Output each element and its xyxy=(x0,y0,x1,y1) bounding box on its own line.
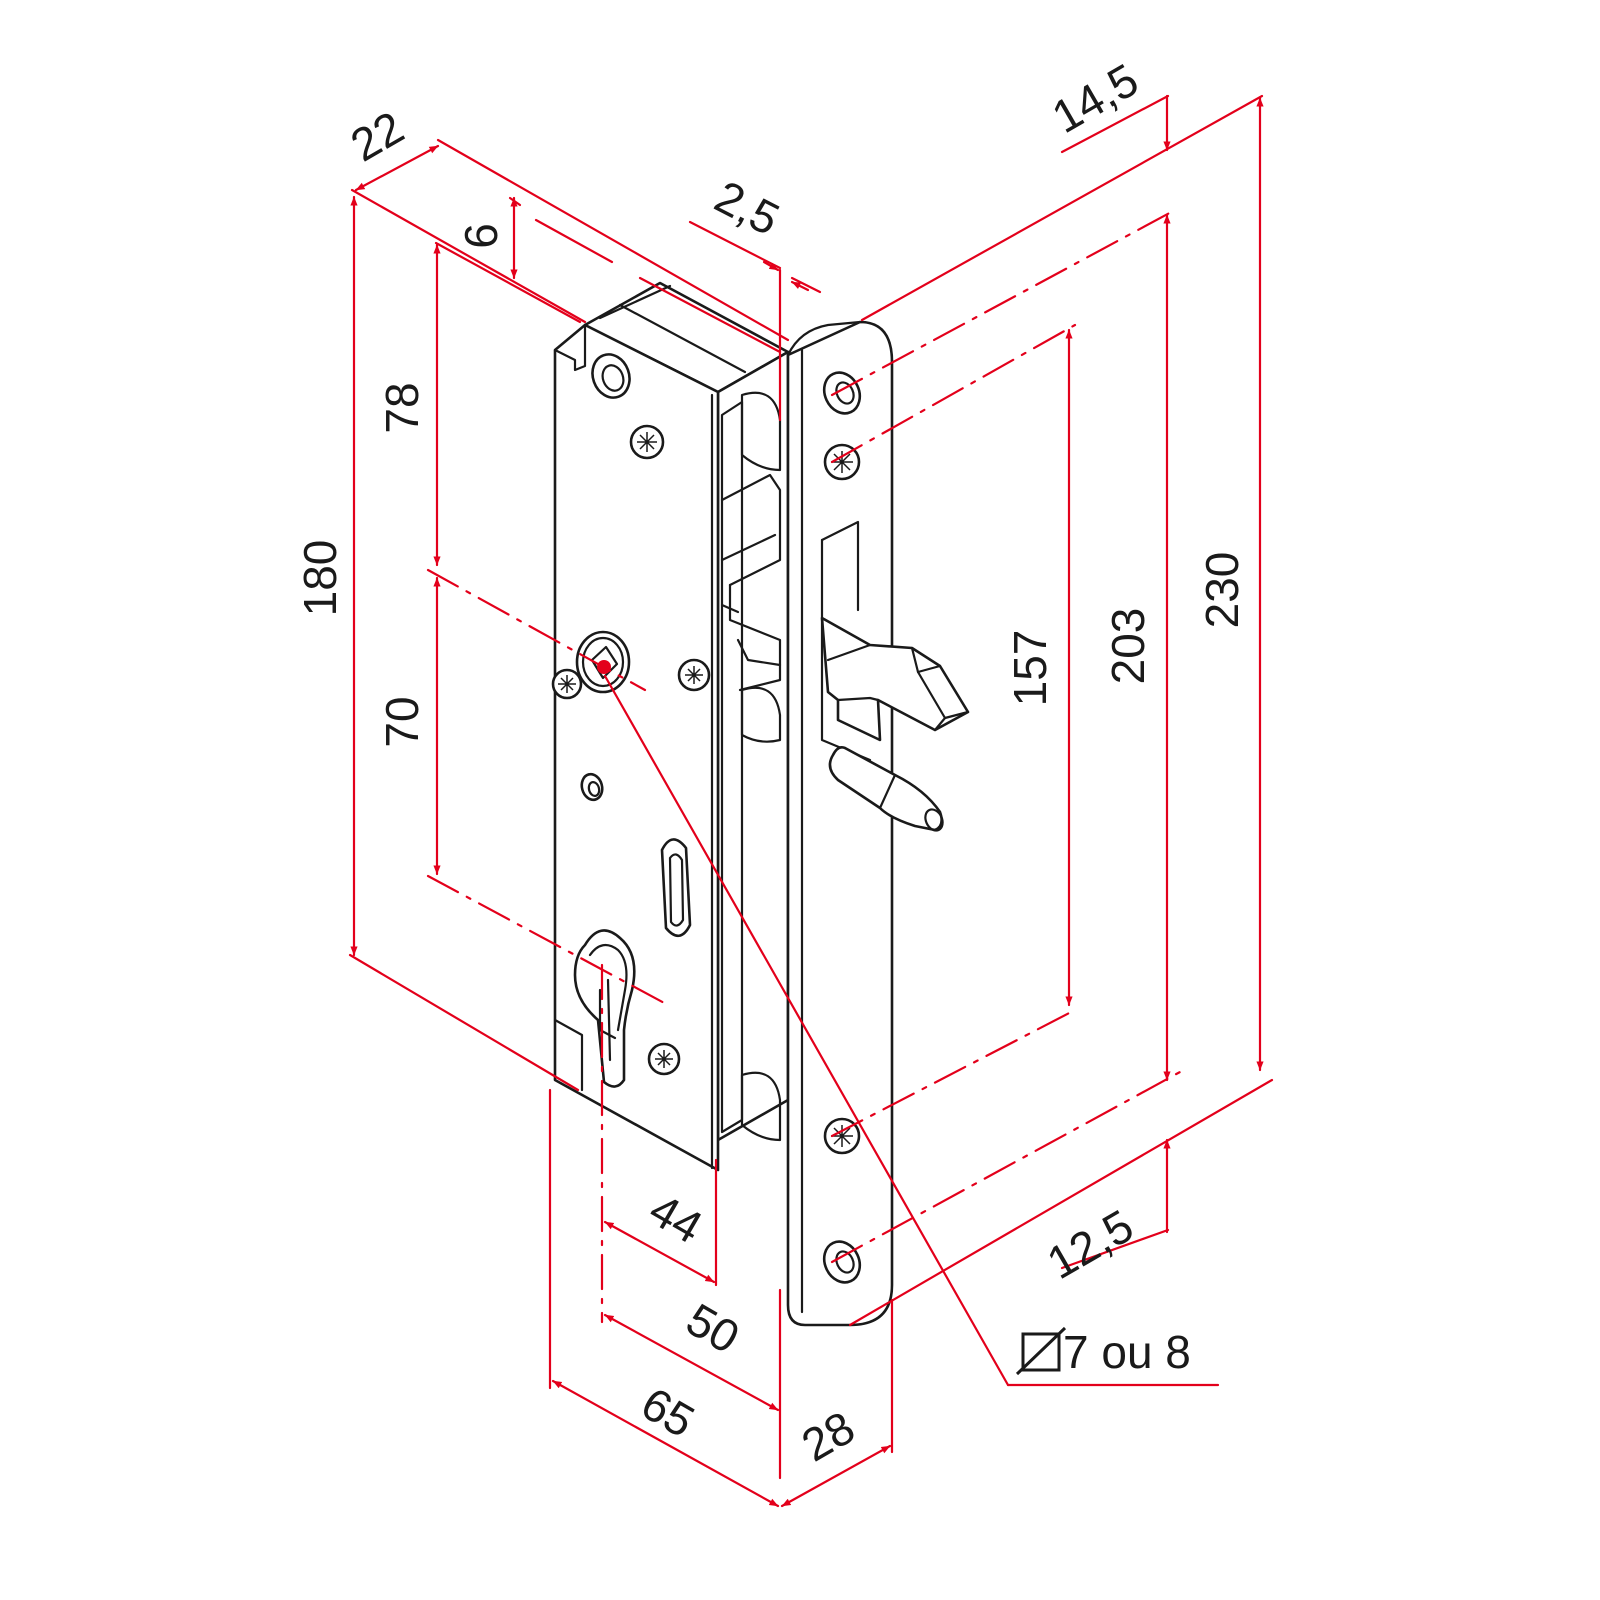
spindle-center-dot xyxy=(597,660,611,674)
dim-44-label: 44 xyxy=(641,1183,711,1254)
dim-6-label: 6 xyxy=(455,223,507,249)
top-bush xyxy=(591,353,631,399)
dim-2-5-label: 2,5 xyxy=(707,170,788,245)
dim-22-label: 22 xyxy=(342,101,412,172)
dim-70-label: 70 xyxy=(376,696,428,747)
dimension-lines xyxy=(348,94,1274,1508)
dim-14-5-label: 14,5 xyxy=(1043,53,1147,143)
faceplate-screws xyxy=(823,443,861,1155)
dim-28-label: 28 xyxy=(793,1401,863,1472)
dim-78-label: 78 xyxy=(376,382,428,433)
case-screws xyxy=(551,424,711,1076)
spindle-size-label: 7 ou 8 xyxy=(1063,1326,1191,1378)
dim-12-5-label: 12,5 xyxy=(1038,1199,1142,1289)
latch-bolt xyxy=(820,616,970,742)
dim-180-label: 180 xyxy=(294,540,346,617)
dim-203-label: 203 xyxy=(1102,608,1154,685)
square-diameter-icon xyxy=(1015,1326,1067,1376)
dim-230-label: 230 xyxy=(1196,552,1248,629)
spindle-callout: 7 ou 8 xyxy=(1015,1326,1191,1378)
dim-157-label: 157 xyxy=(1004,630,1056,707)
faceplate xyxy=(786,320,970,1327)
dim-50-label: 50 xyxy=(678,1293,748,1364)
dim-65-label: 65 xyxy=(633,1377,703,1448)
auxiliary-pin xyxy=(828,746,944,832)
cylinder-cutout xyxy=(573,929,636,1088)
lock-body xyxy=(551,281,790,1172)
